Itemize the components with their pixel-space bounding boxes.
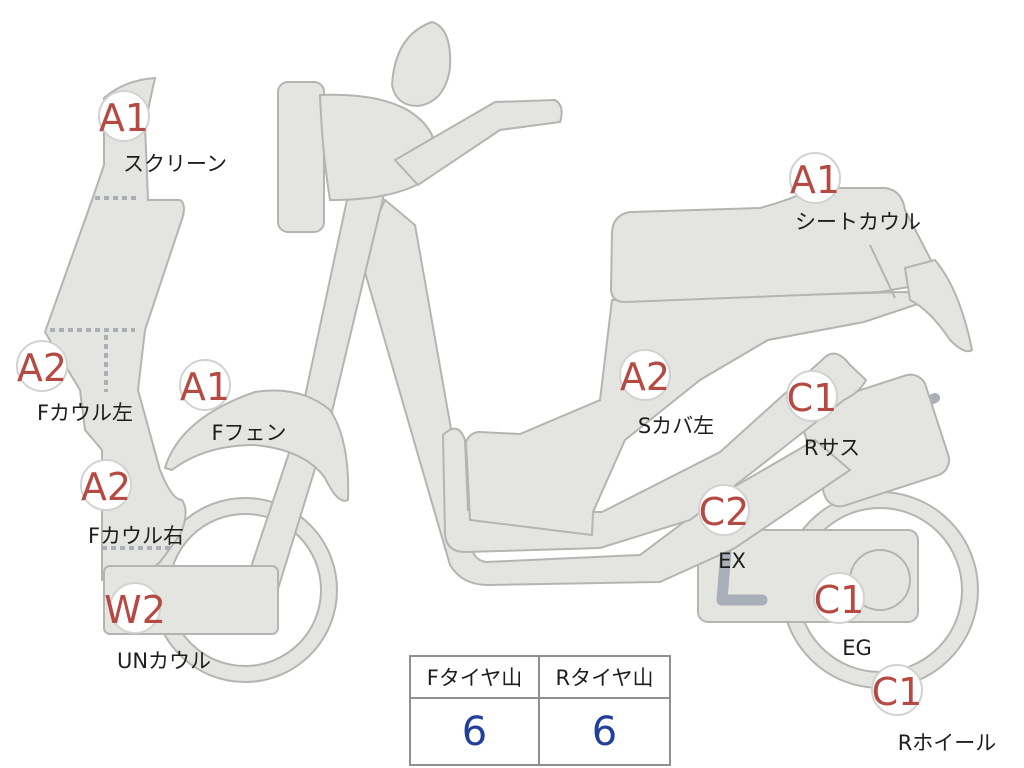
handlebar (393, 98, 563, 187)
label-rwheel: Rホイール (898, 731, 997, 755)
grade-eg: C1 (814, 578, 865, 622)
headlight (277, 81, 325, 233)
grade-fcowl-right: A2 (81, 465, 131, 509)
marker-rwheel: C1 Rホイール (871, 664, 997, 755)
rear-tire-value: 6 (591, 708, 618, 755)
label-fcowl-left: Fカウル左 (37, 401, 133, 425)
frame (358, 198, 852, 587)
marker-fcowl-right: A2 Fカウル右 (80, 459, 184, 548)
label-ex: EX (718, 549, 746, 573)
tail-cowl (903, 258, 974, 353)
mirror (390, 20, 452, 108)
grade-fcowl-left: A2 (17, 346, 67, 390)
label-ffender: Fフェン (211, 421, 286, 445)
marker-uncowl: W2 UNカウル (104, 582, 211, 673)
marker-ex: C2 EX (698, 484, 750, 573)
grade-ex: C2 (699, 490, 750, 534)
front-tire-header: Fタイヤ山 (411, 657, 540, 699)
label-eg: EG (842, 636, 872, 660)
label-rsus: Rサス (804, 436, 860, 460)
label-fcowl-right: Fカウル右 (88, 524, 184, 548)
label-scover-left: Sカバ左 (638, 414, 714, 438)
marker-fcowl-left: A2 Fカウル左 (16, 340, 133, 425)
grade-screen: A1 (99, 96, 149, 140)
grade-ffender: A1 (180, 365, 230, 409)
rear-tire-header: Rタイヤ山 (540, 657, 669, 699)
marker-eg: C1 EG (813, 572, 872, 660)
grade-uncowl: W2 (104, 588, 166, 632)
label-seat-cowl: シートカウル (795, 210, 921, 234)
front-fender (163, 389, 350, 502)
grade-seat-cowl: A1 (790, 158, 840, 202)
label-screen: スクリーン (123, 152, 227, 176)
marker-ffender: A1 Fフェン (179, 359, 287, 445)
front-tire-value: 6 (411, 699, 540, 764)
panel-seam-middle (50, 328, 135, 392)
seat (609, 187, 937, 304)
label-uncowl: UNカウル (117, 649, 211, 673)
marker-screen: A1 スクリーン (98, 90, 227, 176)
grade-rwheel: C1 (872, 670, 923, 714)
marker-rsus: C1 Rサス (786, 370, 860, 460)
grade-rsus: C1 (787, 376, 838, 420)
marker-seat-cowl: A1 シートカウル (789, 152, 921, 234)
tire-tread-table: Fタイヤ山 Rタイヤ山 6 6 (409, 655, 671, 766)
marker-scover-left: A2 Sカバ左 (619, 349, 714, 438)
grade-scover-left: A2 (620, 355, 670, 399)
